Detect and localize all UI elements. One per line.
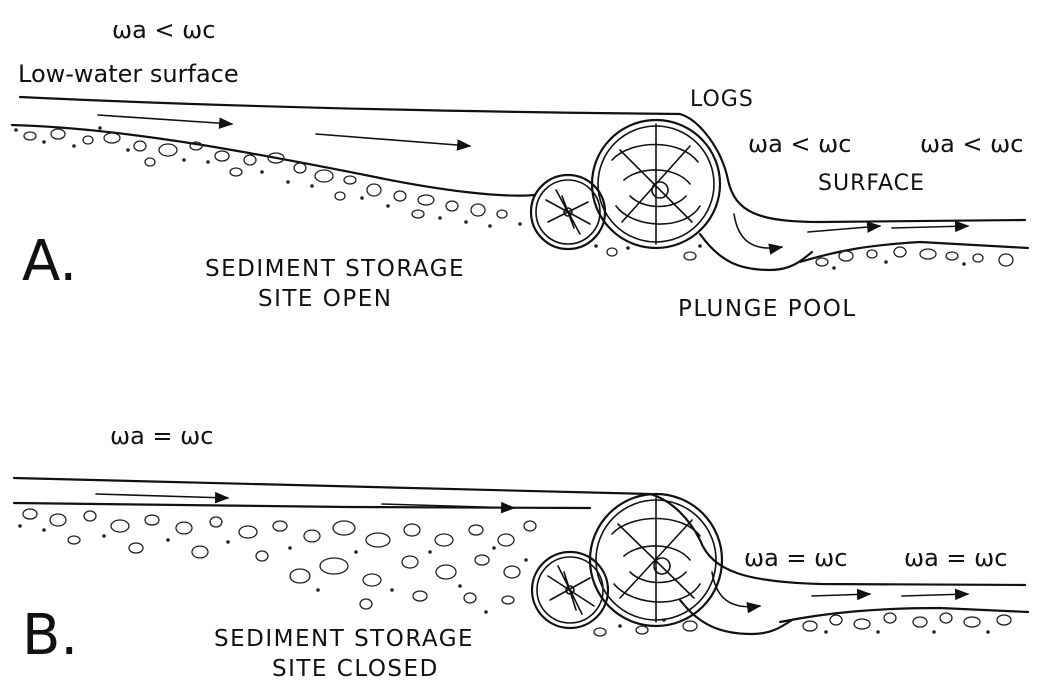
low-water-surface-label: Low-water surface — [18, 60, 239, 88]
panel-a-bed-downstream — [800, 242, 1028, 262]
panel-a: ωa < ωc Low-water surface — [12, 16, 1028, 322]
panel-a-sediment-upstream — [14, 126, 522, 228]
panel-b-flow-arrow-4 — [902, 594, 968, 596]
surface-label: SURFACE — [818, 171, 925, 196]
panel-a-water-surface — [20, 97, 1025, 222]
panel-a-storage-line1: SEDIMENT STORAGE — [205, 256, 465, 282]
panel-b-flow-arrow-3 — [812, 594, 870, 596]
panel-b-storage-line2: SITE CLOSED — [272, 656, 439, 682]
panel-b-relation-mid: ωa = ωc — [744, 544, 847, 572]
panel-b-flow-arrow-1 — [96, 494, 228, 498]
panel-a-letter: A. — [22, 229, 77, 294]
panel-b-storage-line1: SEDIMENT STORAGE — [214, 626, 474, 652]
panel-a-flow-arrow-2 — [316, 134, 470, 146]
panel-a-relation-top: ωa < ωc — [112, 16, 215, 44]
panel-a-relation-right: ωa < ωc — [920, 130, 1023, 158]
panel-a-flow-arrow-1 — [98, 115, 232, 124]
panel-b-relation-right: ωa = ωc — [904, 544, 1007, 572]
plunge-pool-label: PLUNGE POOL — [678, 296, 857, 322]
panel-a-storage-line2: SITE OPEN — [258, 286, 393, 312]
plunge-pool-outline — [700, 234, 812, 270]
panel-b-letter: B. — [22, 603, 78, 668]
panel-a-bed-surface — [12, 125, 535, 196]
panel-a-large-log — [592, 120, 720, 248]
panel-a-flow-arrow-3 — [808, 226, 880, 232]
panel-b-bed-downstream — [780, 608, 1028, 622]
panel-b-relation-top: ωa = ωc — [110, 422, 213, 450]
panel-b-large-log — [590, 494, 722, 626]
panel-a-small-log — [531, 175, 605, 249]
panel-b-sediment-upstream — [18, 509, 536, 614]
logs-label: LOGS — [690, 87, 754, 112]
panel-b: ωa = ωc — [14, 422, 1028, 682]
panel-a-relation-mid: ωa < ωc — [748, 130, 851, 158]
panel-a-flow-arrow-4 — [892, 226, 968, 228]
